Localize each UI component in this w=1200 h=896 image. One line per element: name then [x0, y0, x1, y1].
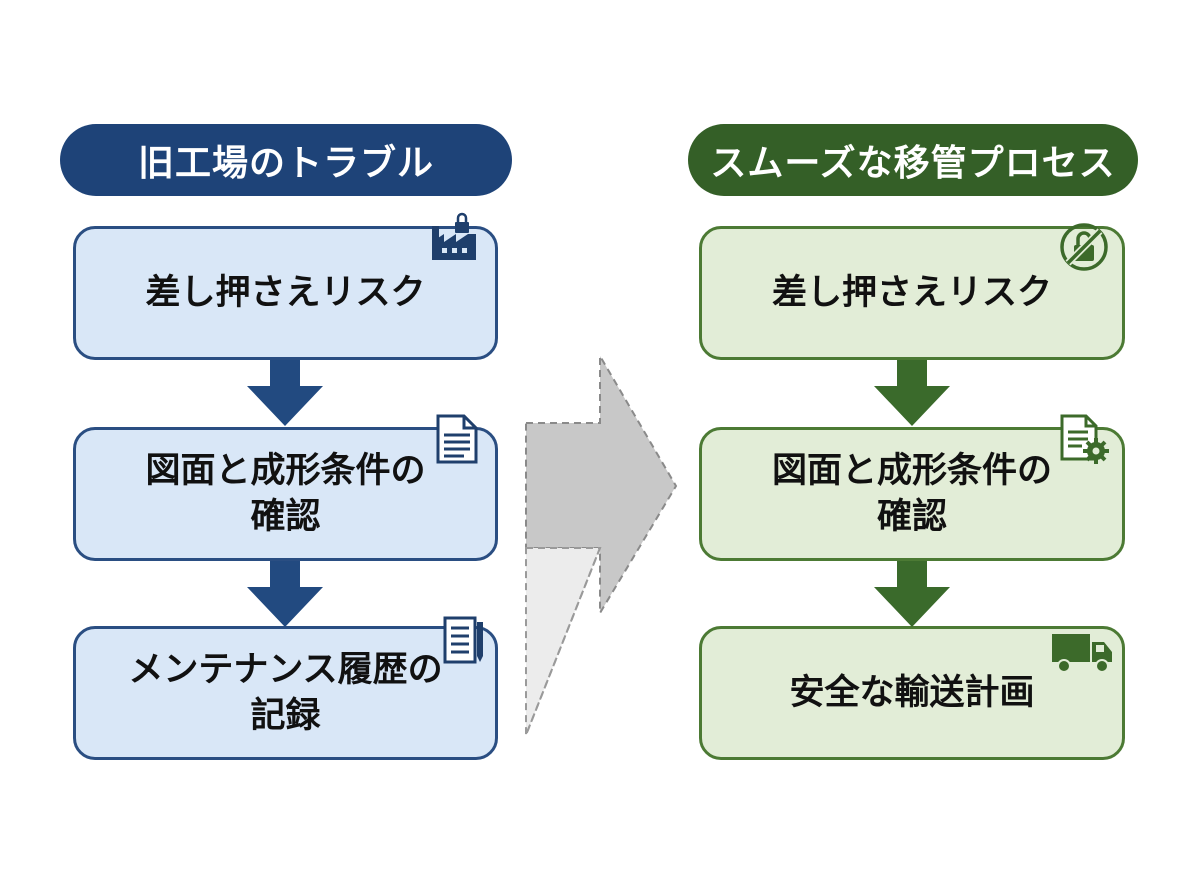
- step-label-line2: 確認: [876, 497, 947, 537]
- step-label-line1: メンテナンス履歴の: [128, 650, 443, 690]
- arrow-down-icon: [247, 561, 323, 627]
- left-step-maintenance-records: メンテナンス履歴の 記録: [73, 626, 498, 760]
- document-gear-icon: [1060, 414, 1109, 464]
- arrow-down-icon: [247, 360, 323, 426]
- right-step-drawings-conditions: 図面と成形条件の 確認: [699, 427, 1125, 561]
- step-label-line2: 確認: [250, 497, 321, 537]
- step-label: 差し押さえリスク: [771, 273, 1052, 313]
- arrow-down-icon: [874, 561, 950, 627]
- right-step-seizure-risk: 差し押さえリスク: [699, 226, 1125, 360]
- notebook-icon: [443, 616, 483, 664]
- no-lock-icon: [1060, 223, 1108, 271]
- step-label-line1: 図面と成形条件の: [771, 451, 1052, 491]
- arrow-down-icon: [874, 360, 950, 426]
- step-label-line2: 記録: [250, 696, 321, 736]
- factory-lock-icon: [432, 212, 476, 260]
- step-label-line1: 図面と成形条件の: [145, 451, 426, 491]
- left-column-header: 旧工場のトラブル: [60, 124, 512, 196]
- right-column-header: スムーズな移管プロセス: [688, 124, 1138, 196]
- document-icon: [436, 414, 478, 464]
- left-step-drawings-conditions: 図面と成形条件の 確認: [73, 427, 498, 561]
- step-label: 差し押さえリスク: [145, 273, 426, 313]
- truck-icon: [1052, 634, 1112, 673]
- step-label: 安全な輸送計画: [789, 673, 1035, 713]
- left-step-seizure-risk: 差し押さえリスク: [73, 226, 498, 360]
